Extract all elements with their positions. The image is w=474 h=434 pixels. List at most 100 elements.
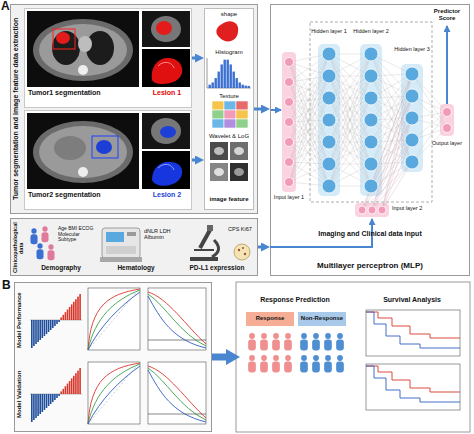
microscope-icon	[244, 253, 246, 255]
performance-charts	[148, 294, 206, 346]
waterfall-bars	[54, 320, 56, 326]
texture-grid	[236, 110, 248, 119]
performance-charts	[88, 288, 140, 350]
network-neurons	[289, 122, 329, 186]
waterfall-bars	[48, 320, 50, 332]
people-icon	[337, 333, 343, 339]
layer-label: Input layer 2	[392, 205, 436, 211]
waterfall-bars	[60, 317, 62, 320]
node-text: Demography	[28, 264, 94, 271]
histogram-icon	[242, 85, 244, 88]
histogram-icon	[221, 64, 223, 88]
network-neurons	[364, 135, 378, 149]
wavelet-images	[230, 163, 248, 181]
network-frame	[440, 104, 454, 136]
network-neurons	[322, 69, 336, 83]
ct-scan	[39, 126, 127, 178]
histogram-icon	[224, 60, 226, 88]
people-icon	[300, 340, 308, 351]
ct-scan	[27, 11, 139, 87]
waterfall-bars	[67, 384, 69, 394]
performance-charts	[88, 289, 140, 350]
histogram-icon	[218, 72, 220, 88]
flow-arrow	[258, 246, 261, 249]
node-text: B	[2, 279, 14, 292]
histogram-icon	[233, 72, 235, 88]
network-frame	[310, 22, 432, 202]
network-neurons	[372, 96, 412, 210]
network-frame	[446, 26, 448, 104]
layer-label: Hidden layer 3	[392, 46, 432, 52]
ct-scan	[158, 62, 174, 68]
survival-curve	[366, 364, 460, 410]
ct-scan	[96, 140, 112, 154]
histogram-icon	[209, 85, 211, 88]
wavelet-images	[210, 142, 248, 181]
ct-scan	[158, 164, 174, 170]
histogram-icon	[227, 60, 229, 88]
network-neurons	[443, 124, 452, 133]
node-text: Non-Response	[298, 315, 346, 322]
ct-scan	[27, 113, 139, 189]
flow-arrow	[192, 57, 195, 60]
waterfall-bars	[56, 394, 58, 398]
node-text: Hematology	[98, 264, 174, 271]
waterfall-bars	[65, 312, 67, 320]
wavelet-images	[210, 142, 228, 160]
ct-scan	[156, 21, 172, 35]
waterfall-bars	[79, 294, 81, 320]
network-neurons	[285, 58, 294, 67]
people-icon	[31, 228, 36, 233]
input-note: Imaging and Clinical data input	[290, 230, 450, 238]
network-neurons	[362, 74, 412, 210]
people-icon	[248, 333, 344, 372]
ct-scan	[33, 19, 133, 81]
people-icon	[313, 355, 319, 361]
network-neurons	[364, 113, 378, 127]
ct-scan	[54, 136, 86, 160]
people-icon	[284, 340, 292, 351]
waterfall-bars	[73, 376, 75, 394]
people-icon	[30, 234, 37, 244]
wavelet-images	[234, 147, 244, 155]
waterfall-bars	[69, 381, 71, 394]
network-neurons	[322, 179, 336, 193]
wavelet-images	[210, 163, 228, 181]
ct-scan	[151, 118, 181, 144]
network-neurons	[443, 108, 452, 117]
waterfall-bars	[33, 320, 35, 346]
network-neurons	[362, 140, 412, 210]
waterfall-bars	[35, 320, 37, 344]
microscope-icon	[238, 249, 240, 251]
network-neurons	[285, 158, 294, 167]
waterfall-bars	[50, 394, 52, 404]
network-neurons	[285, 98, 294, 107]
survival-curve	[366, 310, 460, 356]
texture-grid	[224, 110, 236, 119]
people-icon	[336, 340, 344, 351]
histogram-icon	[248, 86, 250, 88]
network-neurons	[285, 178, 294, 187]
people-icon	[36, 249, 43, 259]
class-box: Response	[246, 312, 294, 326]
ct-scan	[56, 32, 70, 44]
node-text: Response Prediction	[240, 296, 350, 304]
waterfall-bars	[58, 394, 60, 396]
class-box: Non-Response	[298, 312, 346, 326]
ct-scan	[160, 126, 176, 138]
node-text: Response	[246, 315, 294, 322]
microscope-icon	[242, 247, 244, 249]
waterfall-bars	[56, 320, 58, 324]
network-neurons	[368, 206, 376, 214]
network-neurons	[372, 140, 412, 210]
network-neurons	[364, 69, 378, 83]
people-icon	[273, 333, 279, 339]
wavelet-images	[230, 142, 248, 160]
network-neurons	[322, 157, 336, 171]
ct-scan	[152, 58, 182, 84]
network-neurons	[285, 47, 452, 214]
ct-scan	[78, 65, 88, 75]
texture-grid	[212, 101, 248, 128]
waterfall-bars	[44, 320, 46, 336]
network-neurons	[405, 111, 419, 125]
